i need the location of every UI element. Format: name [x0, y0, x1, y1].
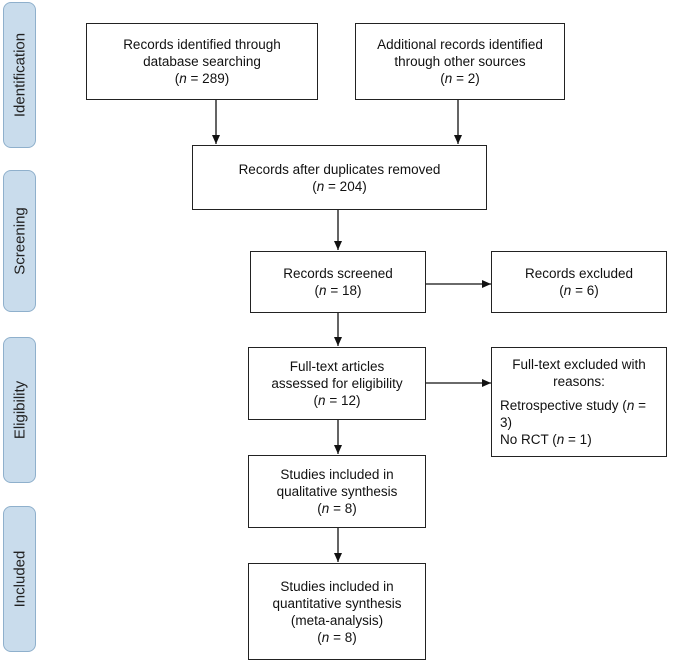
records-excluded-box: Records excluded (n = 6) — [491, 251, 667, 313]
ftex-reason-no-rct: No RCT (n = 1) — [500, 432, 592, 447]
db-line-1: Records identified through — [123, 37, 281, 52]
qual-line-1: Studies included in — [280, 467, 394, 482]
db-count: (n = 289) — [174, 71, 230, 86]
qual-line-2: qualitative synthesis — [276, 484, 398, 499]
db-line-2: database searching — [143, 54, 261, 69]
dedup-line-1: Records after duplicates removed — [238, 161, 441, 177]
records-screened-box: Records screened (n = 18) — [250, 251, 426, 313]
dedup-count: (n = 204) — [312, 178, 367, 194]
fulltext-line-1: Full-text articles — [289, 359, 385, 374]
excluded-line-1: Records excluded — [524, 266, 634, 281]
other-line-1: Additional records identified — [377, 37, 543, 52]
excluded-count: (n = 6) — [559, 283, 599, 298]
phase-eligibility: Eligibility — [3, 337, 36, 483]
fulltext-count: (n = 12) — [313, 393, 361, 408]
after-duplicates-box: Records after duplicates removed (n = 20… — [192, 145, 487, 210]
screened-line-1: Records screened — [283, 266, 393, 281]
quant-line-1: Studies included in — [280, 578, 394, 594]
records-database-box: Records identified through database sear… — [86, 23, 318, 100]
phase-included: Included — [3, 506, 36, 652]
quant-line-2: quantitative synthesis — [272, 595, 402, 611]
quant-line-3: (meta-analysis) — [290, 612, 384, 628]
phase-screening: Screening — [3, 170, 36, 312]
fulltext-assessed-box: Full-text articles assessed for eligibil… — [248, 347, 426, 420]
other-count: (n = 2) — [440, 71, 480, 86]
screened-count: (n = 18) — [314, 283, 362, 298]
fulltext-line-2: assessed for eligibility — [271, 376, 403, 391]
quantitative-synthesis-box: Studies included in quantitative synthes… — [248, 563, 426, 660]
ftex-heading-2: reasons: — [553, 374, 605, 389]
records-other-sources-box: Additional records identified through ot… — [355, 23, 565, 100]
ftex-heading-1: Full-text excluded with — [512, 357, 646, 372]
ftex-reason-retrospective: Retrospective study (n = 3) — [500, 398, 646, 430]
qual-count: (n = 8) — [317, 501, 357, 516]
qualitative-synthesis-box: Studies included in qualitative synthesi… — [248, 455, 426, 528]
phase-identification: Identification — [3, 2, 36, 148]
other-line-2: through other sources — [394, 54, 526, 69]
quant-count: (n = 8) — [317, 629, 357, 645]
fulltext-excluded-box: Full-text excluded with reasons: Retrosp… — [491, 347, 667, 457]
